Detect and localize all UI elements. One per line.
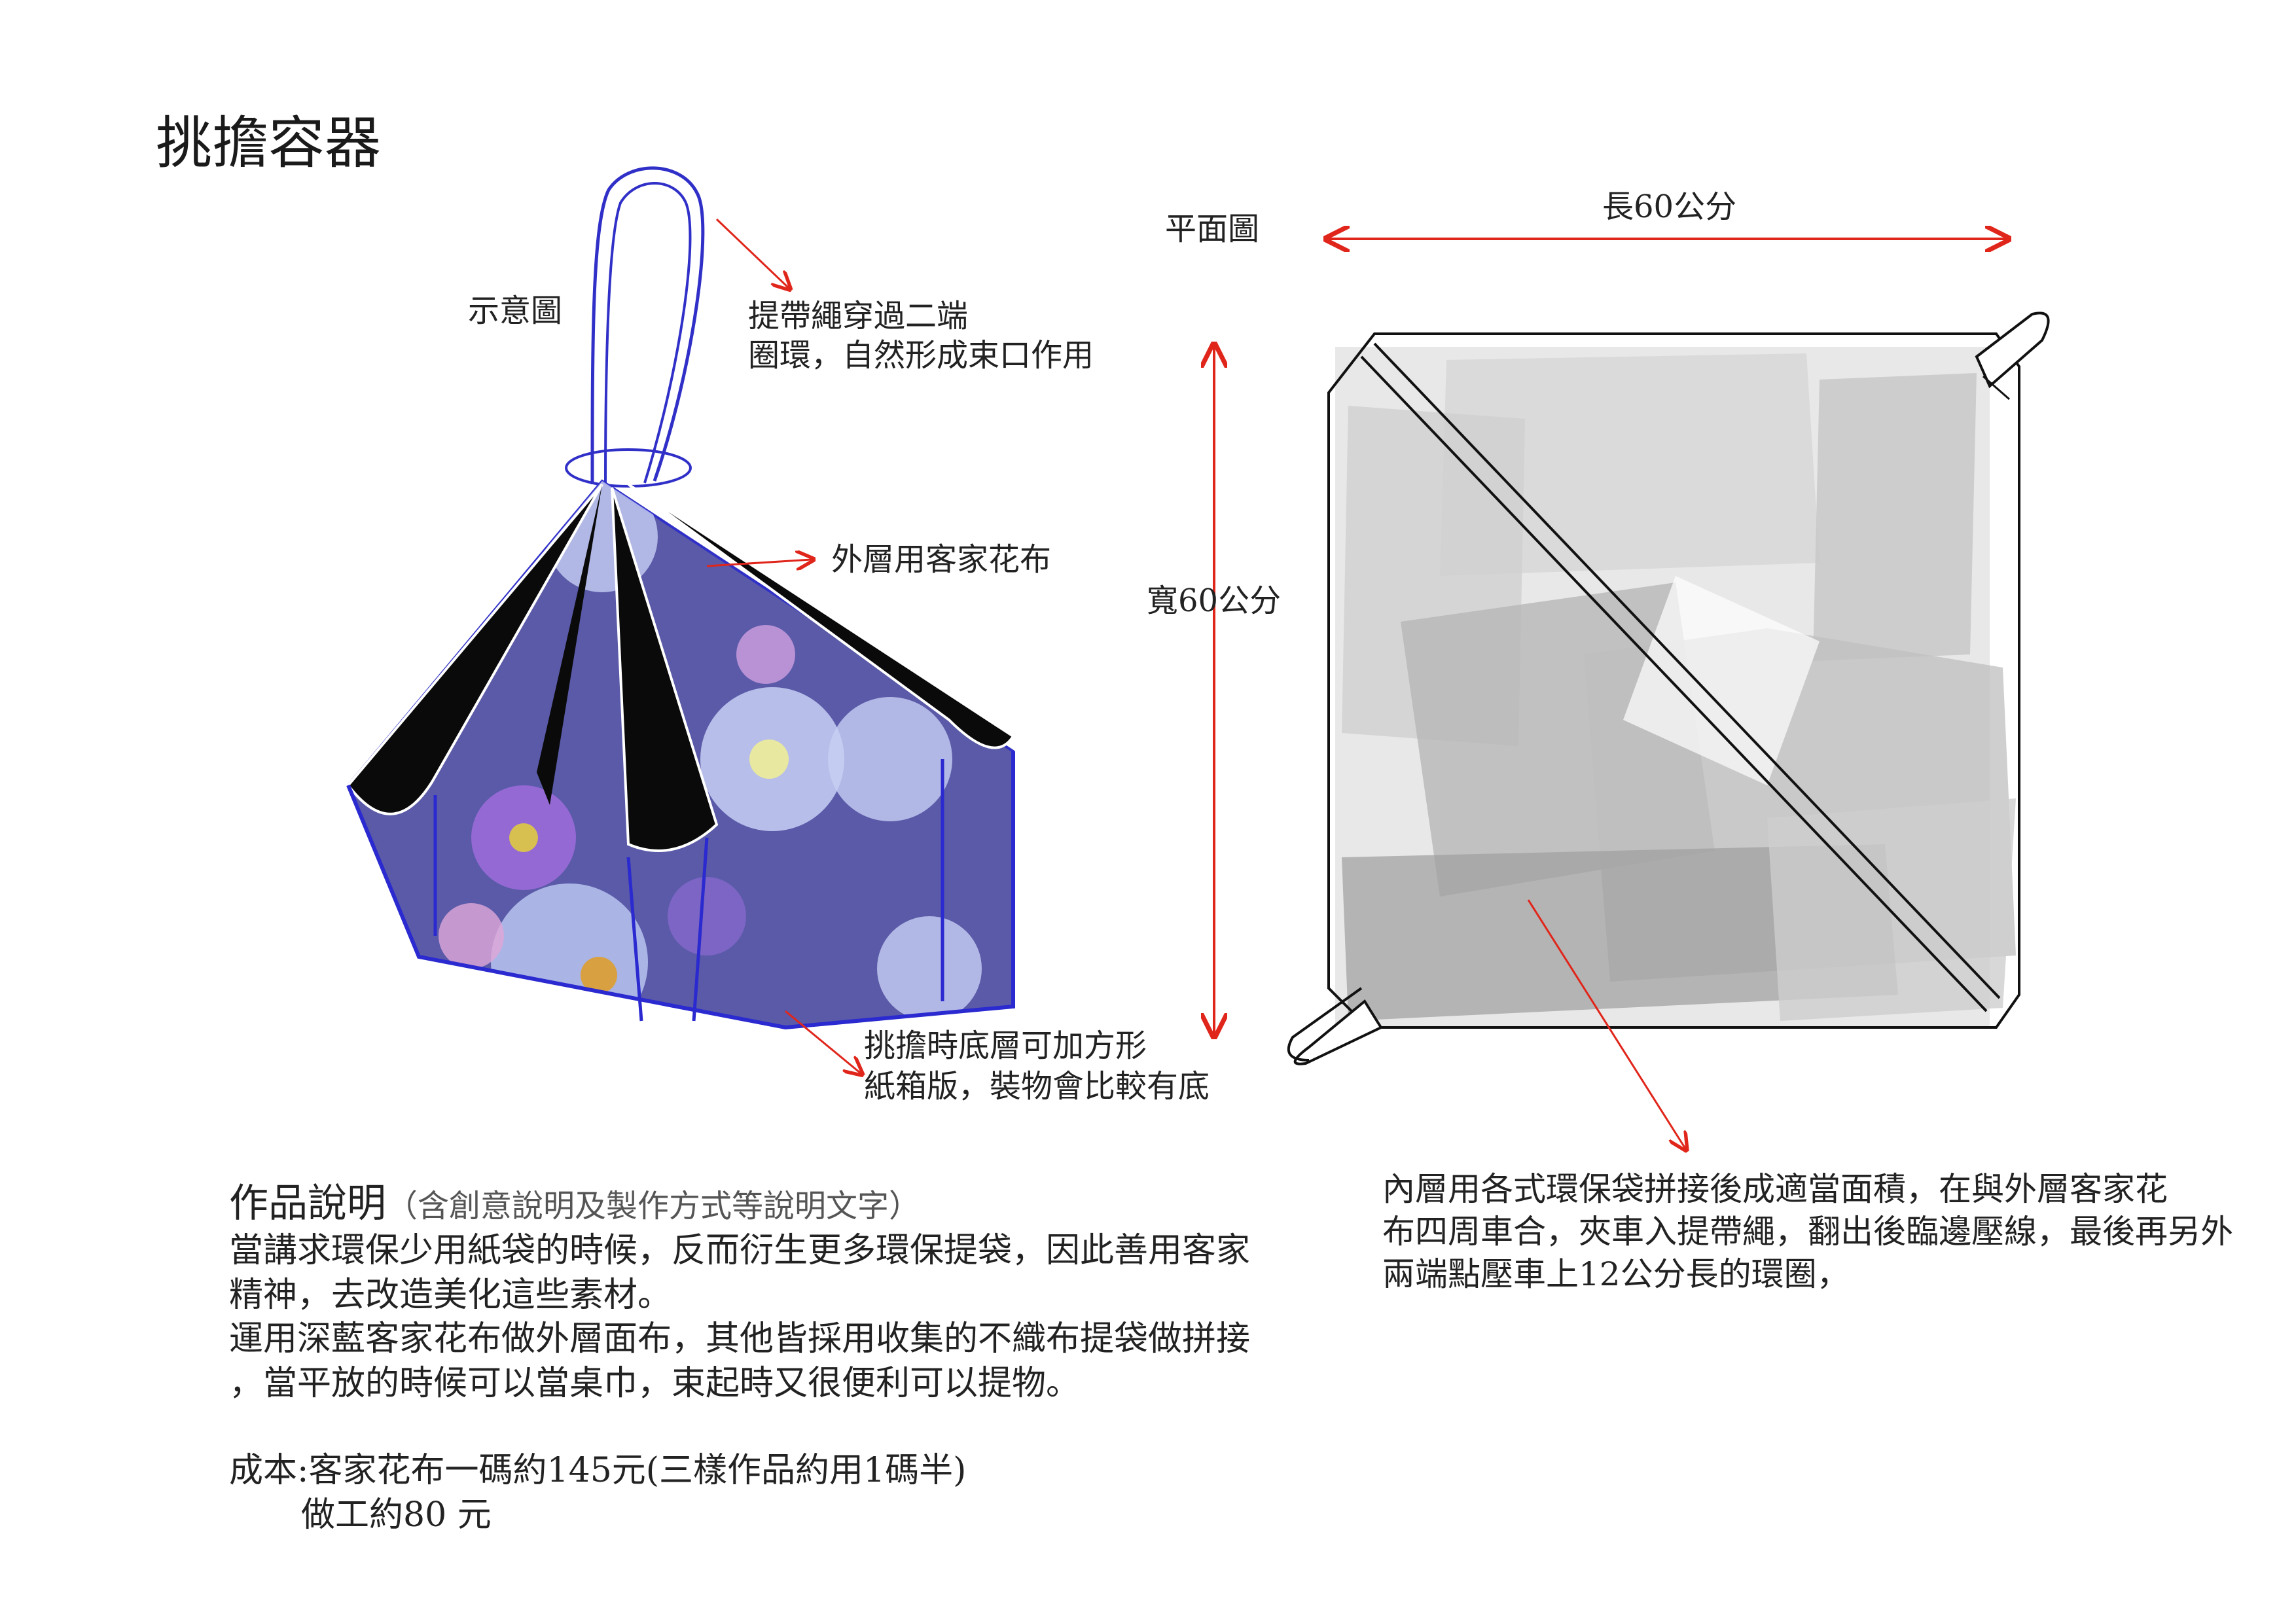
strap-callout-arrow — [715, 218, 789, 288]
strap-callout-line2: 圈環，自然形成束口作用 — [748, 337, 1094, 374]
page-title: 挑擔容器 — [156, 111, 381, 176]
top-right-loop-tab — [1975, 312, 2050, 401]
plan-note-line: 布四周車合，夾車入提帶繩，翻出後臨邊壓線，最後再另外 — [1382, 1213, 2233, 1251]
width-label: 寬60公分 — [1147, 582, 1282, 619]
inner-callout-arrow — [1527, 899, 1685, 1149]
outer-callout: 外層用客家花布 — [831, 541, 1052, 578]
outer-callout-arrow — [706, 560, 812, 566]
plan-note-line: 內層用各式環保袋拼接後成適當面積，在與外層客家花 — [1382, 1170, 2168, 1208]
description-line: 當講求環保少用紙袋的時候，反而衍生更多環保提袋，因此善用客家 — [229, 1231, 1251, 1270]
bottom-callout-line1: 挑擔時底層可加方形 — [864, 1027, 1147, 1064]
strap-callout-line1: 提帶繩穿過二端 — [748, 298, 969, 334]
description-line: 運用深藍客家花布做外層面布，其他皆採用收集的不織布提袋做拼接 — [229, 1319, 1251, 1359]
strap-loop — [590, 166, 705, 485]
cost-line: 成本:客家花布一碼約145元(三樣作品約用1碼半) — [229, 1451, 967, 1491]
description-block: 作品說明（含創意說明及製作方式等說明文字） 當講求環保少用紙袋的時候，反而衍生更… — [229, 1178, 1250, 1538]
bottom-callout-arrow — [785, 1010, 861, 1073]
bottom-left-loop-tab — [1287, 987, 1383, 1065]
bottom-callout-line2: 紙箱版，裝物會比較有底 — [864, 1068, 1210, 1105]
diagram-label: 示意圖 — [468, 293, 563, 329]
labor-line: 做工約80 元 — [301, 1495, 492, 1535]
description-line: ，當平放的時候可以當桌巾，束起時又很便利可以提物。 — [229, 1363, 1081, 1403]
plan-view-drawing — [1214, 239, 2050, 1149]
plan-note: 內層用各式環保袋拼接後成適當面積，在與外層客家花 布四周車合，夾車入提帶繩，翻出… — [1382, 1168, 2233, 1296]
plan-note-line: 兩端點壓車上12公分長的環圈， — [1382, 1255, 1850, 1293]
plan-view-label: 平面圖 — [1165, 211, 1260, 247]
description-heading-note: （含創意說明及製作方式等說明文字） — [386, 1188, 921, 1224]
description-heading: 作品說明 — [229, 1181, 386, 1226]
length-label: 長60公分 — [1602, 188, 1737, 225]
description-line: 精神，去改造美化這些素材。 — [229, 1275, 672, 1315]
